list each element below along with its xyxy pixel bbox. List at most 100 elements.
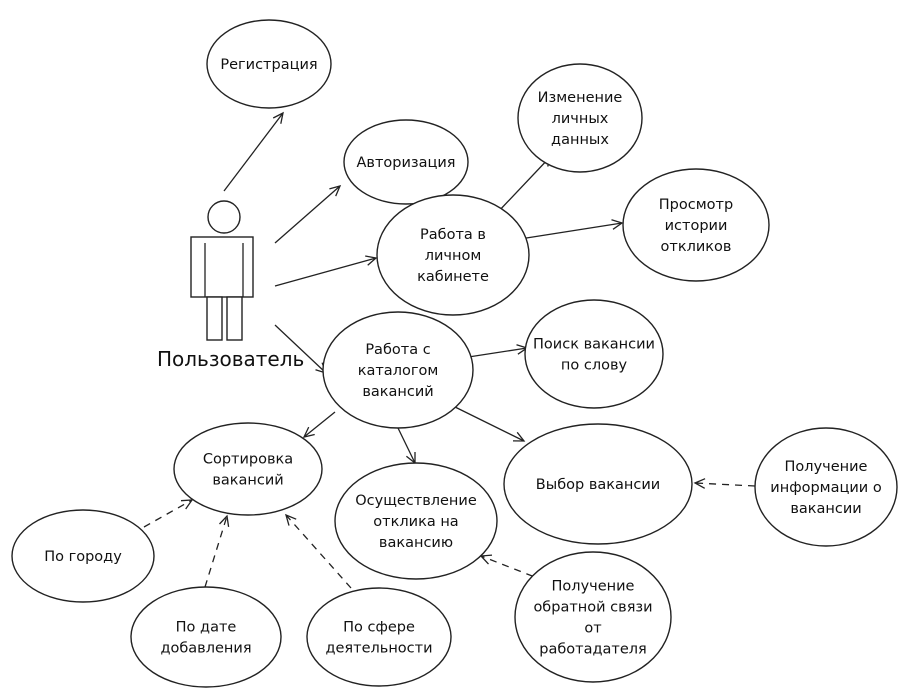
- actor-head: [207, 200, 241, 234]
- relation-actor-to-personal-account: [274, 255, 378, 287]
- use-case-label-line: Просмотр: [659, 197, 733, 213]
- use-case-label-line: По дате: [176, 620, 237, 636]
- use-case-by-date-added: По дате добавления: [130, 586, 282, 688]
- relation-line: [143, 499, 193, 528]
- relation-line: [285, 514, 352, 589]
- relation-line: [274, 257, 377, 287]
- relation-line: [204, 515, 228, 588]
- actor-left-leg: [206, 296, 223, 341]
- use-case-sort-vacancies: Сортировка вакансий: [173, 422, 323, 516]
- use-case-ellipse: [514, 551, 672, 683]
- relation-line: [274, 185, 341, 244]
- use-case-ellipse: [503, 423, 693, 545]
- arrowhead: [329, 185, 342, 197]
- actor-body: [190, 236, 254, 298]
- use-case-label-line: Выбор вакансии: [536, 477, 660, 493]
- relation-line: [461, 347, 528, 359]
- use-case-ellipse: [622, 168, 770, 282]
- use-case-label-line: Получение: [785, 459, 868, 475]
- use-case-ellipse: [306, 587, 452, 687]
- relation-line: [274, 324, 327, 374]
- use-case-label-line: Поиск вакансии: [533, 337, 655, 353]
- use-case-label-line: отклика на: [373, 514, 458, 530]
- use-case-ellipse: [524, 299, 664, 409]
- use-case-label-line: Работа в: [420, 227, 486, 243]
- relation-by-field-to-sort-vacancies: [285, 513, 352, 589]
- relation-personal-account-to-view-response-history: [519, 219, 624, 240]
- use-case-label-line: вакансий: [362, 384, 433, 400]
- relation-vacancy-catalog-to-apply-to-vacancy: [397, 427, 416, 465]
- relation-vacancy-catalog-to-search-by-word: [461, 344, 529, 359]
- use-case-label-line: данных: [551, 132, 609, 148]
- use-case-label-line: Изменение: [538, 90, 623, 106]
- arrowhead: [365, 255, 378, 266]
- arrowhead: [693, 478, 706, 489]
- use-case-label-line: Работа с: [365, 342, 430, 358]
- arrowhead: [272, 111, 284, 124]
- use-case-label-line: вакансии: [790, 501, 861, 517]
- actor-user: Пользователь: [157, 200, 304, 371]
- use-case-label-line: Авторизация: [356, 155, 455, 171]
- use-case-search-by-word: Поиск вакансии по слову: [524, 299, 664, 409]
- use-case-by-field: По сфере деятельности: [306, 587, 452, 687]
- use-case-authorization: Авторизация: [343, 119, 469, 205]
- edges-layer: [143, 111, 756, 589]
- use-case-registration: Регистрация: [206, 19, 332, 109]
- use-case-vacancy-catalog: Работа с каталогом вакансий: [322, 311, 474, 429]
- use-case-label-line: вакансию: [379, 535, 453, 551]
- relation-vacancy-catalog-to-choose-vacancy: [450, 404, 526, 442]
- relation-line: [303, 411, 336, 438]
- arrowhead: [611, 219, 624, 230]
- use-case-ellipse: [322, 311, 474, 429]
- use-case-ellipse: [173, 422, 323, 516]
- arrowhead: [180, 499, 194, 510]
- use-case-ellipse: [130, 586, 282, 688]
- arrowhead: [285, 513, 297, 526]
- use-case-label-line: Сортировка: [203, 452, 293, 468]
- use-case-label-line: Получение: [552, 579, 635, 595]
- use-case-label-line: деятельности: [325, 641, 432, 657]
- relation-line: [694, 482, 756, 487]
- relation-personal-account-to-edit-personal-data: [496, 154, 553, 214]
- relation-actor-to-registration: [223, 111, 284, 192]
- use-case-label-line: откликов: [661, 239, 732, 255]
- use-case-vacancy-info: Получение информации о вакансии: [754, 427, 898, 547]
- use-case-label-line: По городу: [44, 549, 122, 565]
- arrowhead: [512, 431, 526, 442]
- actor-label: Пользователь: [157, 347, 304, 371]
- use-case-ellipse: [376, 194, 530, 316]
- use-case-by-city: По городу: [11, 509, 155, 603]
- use-case-label-line: вакансий: [212, 473, 283, 489]
- use-case-label-line: Регистрация: [220, 57, 317, 73]
- relation-line: [480, 555, 546, 582]
- relation-line: [397, 427, 416, 464]
- use-case-label-line: каталогом: [358, 363, 439, 379]
- relation-by-city-to-sort-vacancies: [143, 499, 194, 528]
- relation-line: [223, 112, 284, 192]
- arrowhead: [219, 514, 230, 527]
- relation-line: [496, 155, 552, 214]
- use-case-ellipse: [11, 509, 155, 603]
- use-case-label-line: информации о: [770, 480, 882, 496]
- arrowhead: [302, 426, 315, 438]
- use-case-label-line: личном: [425, 248, 482, 264]
- actor-right-leg: [226, 296, 243, 341]
- use-case-choose-vacancy: Выбор вакансии: [503, 423, 693, 545]
- use-case-label-line: личных: [552, 111, 609, 127]
- relation-by-date-added-to-sort-vacancies: [204, 514, 230, 588]
- use-case-label-line: от: [584, 621, 602, 637]
- use-case-label-line: кабинете: [417, 269, 489, 285]
- use-case-label-line: добавления: [160, 641, 251, 657]
- use-case-label-line: по слову: [561, 358, 628, 374]
- use-case-ellipse: [517, 63, 643, 173]
- use-case-edit-personal-data: Изменение личных данных: [517, 63, 643, 173]
- use-case-label-line: обратной связи: [533, 600, 652, 616]
- use-case-ellipse: [206, 19, 332, 109]
- use-case-ellipse: [754, 427, 898, 547]
- use-case-label-line: По сфере: [343, 620, 415, 636]
- relation-line: [450, 404, 525, 442]
